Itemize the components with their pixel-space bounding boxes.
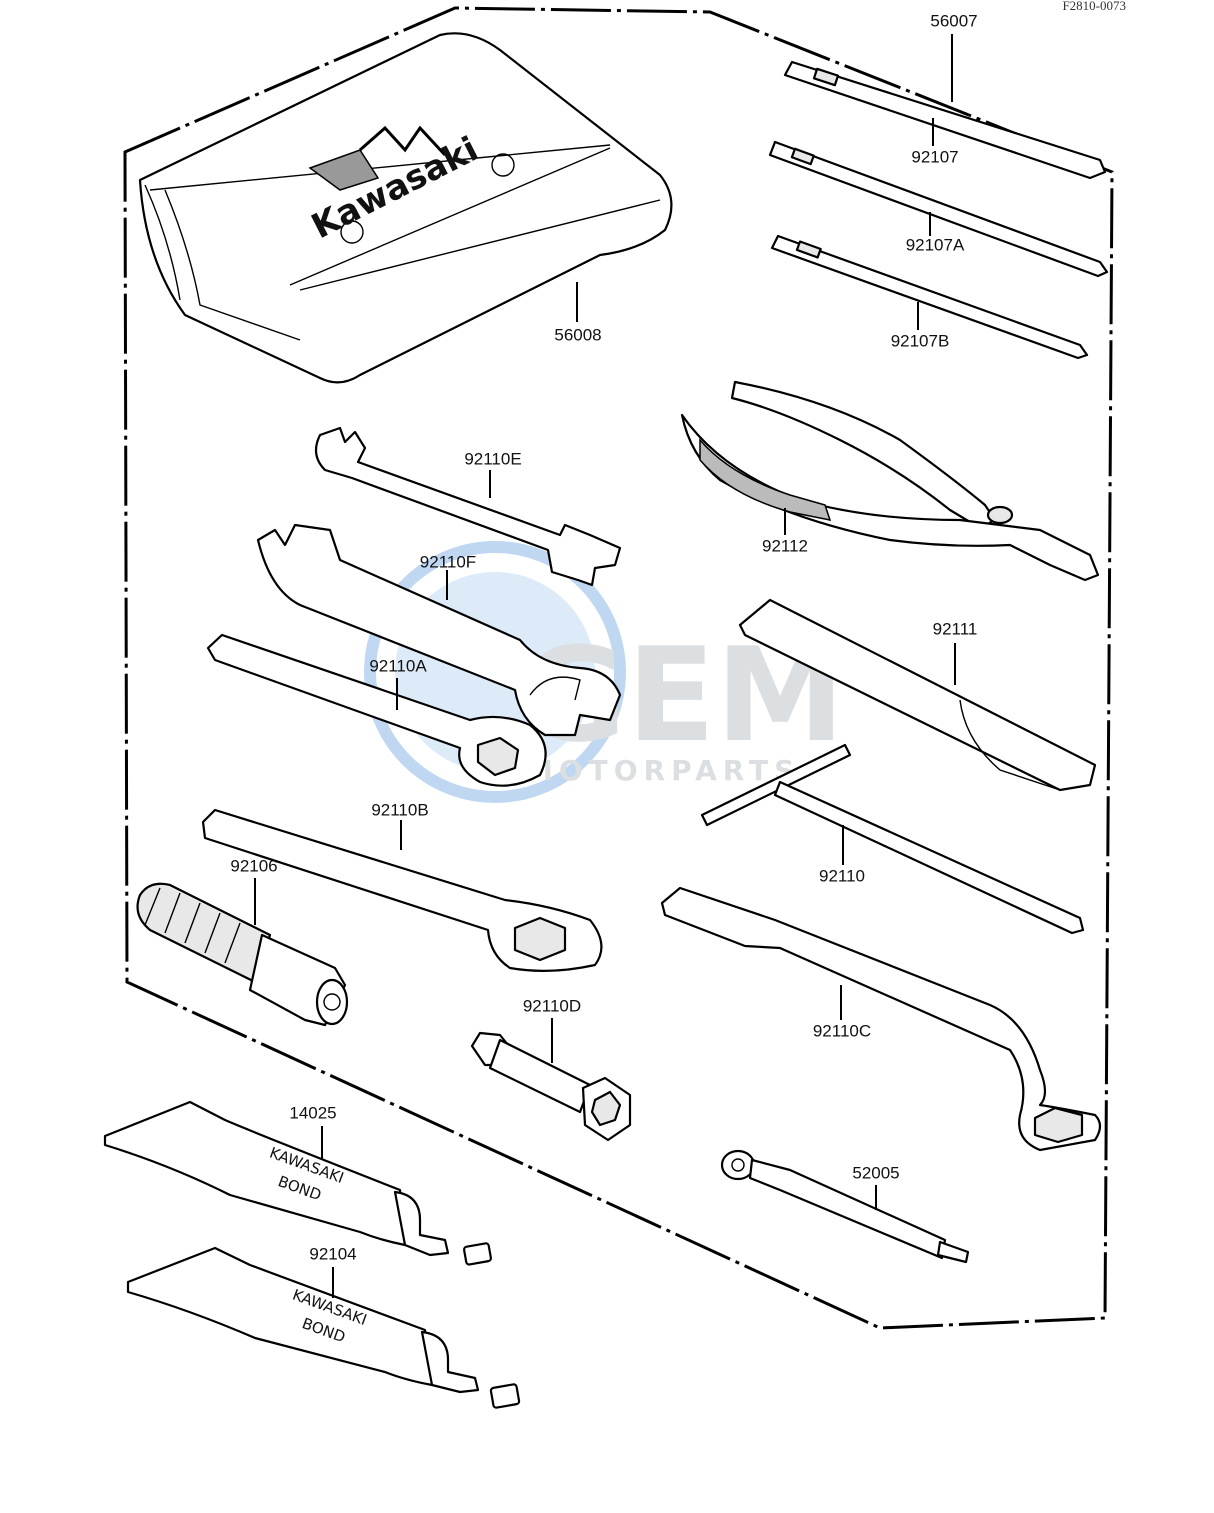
screwdriver-92107B	[770, 234, 1089, 360]
reference-code: F2810-0073	[1062, 0, 1126, 13]
part-label-92110B: 92110B	[371, 800, 428, 819]
part-label-92110C: 92110C	[813, 1021, 871, 1040]
part-label-92104: 92104	[309, 1244, 356, 1263]
part-label-92107: 92107	[911, 147, 958, 166]
t-handle-92110	[700, 743, 1085, 935]
part-label-92110F: 92110F	[420, 552, 476, 571]
part-label-92110D: 92110D	[523, 996, 581, 1015]
wrench-92110C	[660, 886, 1102, 1152]
part-label-92110E: 92110E	[464, 449, 521, 468]
part-label-56008: 56008	[554, 325, 601, 344]
wrench-92110A	[206, 633, 547, 787]
kawasaki-logo-icon	[308, 149, 380, 191]
screwdriver-92107	[783, 60, 1107, 180]
handle-92106	[136, 882, 349, 1027]
part-label-92106: 92106	[230, 856, 277, 875]
gem-motorparts-watermark: GEM MOTORPARTS	[364, 541, 845, 803]
watermark-subtitle: MOTORPARTS	[525, 754, 800, 787]
wrench-92110F	[256, 523, 622, 737]
tool-52005	[720, 1149, 970, 1264]
part-label-92111: 92111	[933, 619, 978, 638]
globe-ring-icon	[364, 541, 626, 803]
wrench-92110B	[201, 808, 603, 972]
part-label-92112: 92112	[762, 536, 808, 555]
part-label-92110: 92110	[819, 866, 865, 885]
part-label-56007: 56007	[930, 11, 977, 30]
wrench-92110E	[314, 426, 622, 587]
screwdriver-92107A	[768, 140, 1109, 278]
kit-outline	[123, 6, 1114, 1330]
bond-tube-92104: KAWASAKI BOND	[126, 1246, 521, 1409]
part-label-92107A: 92107A	[906, 235, 965, 254]
part-label-92107B: 92107B	[891, 331, 950, 350]
bond-tube-14025: KAWASAKI BOND	[103, 1100, 492, 1266]
part-label-14025: 14025	[289, 1103, 336, 1122]
part-label-52005: 52005	[852, 1163, 899, 1182]
socket-92110D	[470, 1031, 632, 1142]
tool-pouch-56008: Kawasaki	[138, 32, 673, 384]
pliers-92112	[680, 380, 1100, 582]
bar-92111	[738, 598, 1097, 792]
part-label-92110A: 92110A	[369, 656, 427, 675]
